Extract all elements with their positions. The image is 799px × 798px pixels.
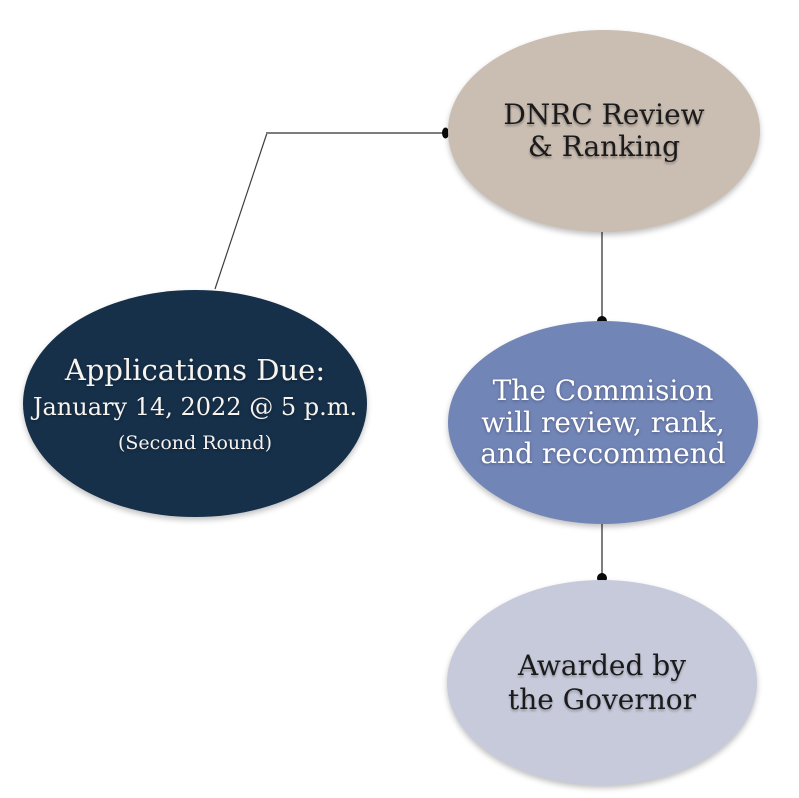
connector-endpoint-dot-dnrc-left	[442, 127, 449, 139]
node-commission-review: The Commision will review, rank, and rec…	[448, 321, 758, 524]
node-commission-review-line-1: The Commision	[492, 373, 714, 407]
node-awarded-line-2: the Governor	[507, 682, 697, 716]
node-commission-review-line-2: will review, rank,	[481, 405, 725, 439]
node-awarded-by-governor: Awarded by the Governor	[447, 580, 757, 785]
node-applications-due-title: Applications Due:	[64, 353, 326, 387]
connector-applications-to-dnrc-diagonal	[214, 132, 268, 290]
node-applications-due: Applications Due: January 14, 2022 @ 5 p…	[23, 290, 367, 517]
node-commission-review-line-3: and reccommend	[480, 437, 726, 471]
node-dnrc-review: DNRC Review & Ranking	[448, 30, 760, 232]
node-dnrc-review-line-2: & Ranking	[527, 130, 681, 163]
node-awarded-line-1: Awarded by	[517, 649, 687, 683]
node-applications-due-date: January 14, 2022 @ 5 p.m.	[32, 393, 358, 421]
node-dnrc-review-line-1: DNRC Review	[503, 97, 705, 131]
node-applications-due-note: (Second Round)	[118, 432, 272, 454]
